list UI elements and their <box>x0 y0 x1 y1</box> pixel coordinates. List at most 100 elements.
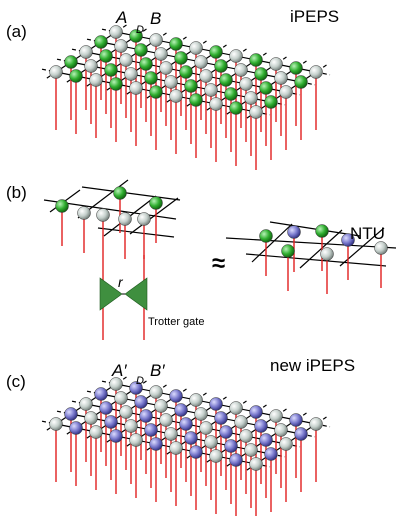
tensor-b-site <box>209 449 223 463</box>
tensor-a-site <box>189 93 203 107</box>
tensor-a-site <box>139 57 153 71</box>
tensor-b-site <box>194 407 208 421</box>
tensor-a-site <box>99 401 113 415</box>
tensor-b-site <box>274 71 288 85</box>
tensor-a-site <box>149 196 163 210</box>
tensor-a-site <box>281 244 295 258</box>
horizontal-bond <box>245 253 387 267</box>
tensor-a-site <box>144 71 158 85</box>
tensor-b-site <box>269 409 283 423</box>
tensor-b-site <box>169 89 183 103</box>
trotter-gate <box>99 255 148 340</box>
tensor-b-site <box>229 49 243 63</box>
tensor-b-site <box>84 411 98 425</box>
tensor-b-site <box>96 208 110 222</box>
tensor-a-site <box>169 37 183 51</box>
tensor-b-site <box>199 421 213 435</box>
tensor-b-site <box>154 47 168 61</box>
tensor-a-site <box>259 81 273 95</box>
tensor-b-site <box>164 75 178 89</box>
tensor-a-site <box>69 69 83 83</box>
tensor-b-site <box>209 97 223 111</box>
tensor-b-site <box>249 457 263 471</box>
panel-c-label: (c) <box>6 372 26 391</box>
open-boundary-bond <box>71 400 87 405</box>
tensor-a-site <box>69 421 83 435</box>
tensor-a-site <box>94 35 108 49</box>
tensor-a-site <box>129 381 143 395</box>
tensor-b-site <box>129 81 143 95</box>
tensor-a-site <box>214 411 228 425</box>
tensor-a-site <box>229 101 243 115</box>
tensor-a-site <box>99 49 113 63</box>
tensor-a-site <box>341 233 355 247</box>
tensor-a-site <box>259 229 273 243</box>
tensor-b-site <box>114 39 128 53</box>
tensor-a-site <box>94 387 108 401</box>
tensor-b-site <box>249 105 263 119</box>
tensor-a-site <box>294 75 308 89</box>
tensor-a-site <box>189 445 203 459</box>
tensor-b-site <box>129 433 143 447</box>
tensor-a-site <box>179 65 193 79</box>
panel-b-title: NTU <box>350 224 385 243</box>
horizontal-bond <box>97 227 175 238</box>
tensor-a-site <box>289 413 303 427</box>
vertical-bond <box>251 223 293 263</box>
tensor-a-site <box>174 403 188 417</box>
horizontal-bond <box>269 221 361 237</box>
tensor-b-site <box>164 427 178 441</box>
tensor-b-site <box>274 423 288 437</box>
tensor-a-site <box>229 453 243 467</box>
tensor-b-site <box>194 55 208 69</box>
site-a-prime-label: A′ <box>111 361 127 380</box>
tensor-b-site <box>279 85 293 99</box>
tensor-b-site <box>109 25 123 39</box>
tensor-b-site <box>309 65 323 79</box>
tensor-b-site <box>49 65 63 79</box>
tensor-a-site <box>113 186 127 200</box>
tensor-b-site <box>159 61 173 75</box>
panel-a-ipeps: (a) iPEPS A B D <box>6 7 339 170</box>
tensor-a-site <box>219 425 233 439</box>
tensor-a-site <box>209 397 223 411</box>
tensor-a-site <box>259 433 273 447</box>
tensor-a-site <box>64 407 78 421</box>
tensor-a-site <box>139 409 153 423</box>
tensor-b-site <box>89 425 103 439</box>
tensor-b-site <box>79 45 93 59</box>
physical-legs <box>61 193 157 259</box>
tensor-b-site <box>374 241 388 255</box>
tensor-a-site <box>109 77 123 91</box>
tensor-b-site <box>234 63 248 77</box>
tensor-b-site <box>204 435 218 449</box>
tensor-b-site <box>244 443 258 457</box>
tensor-a-site <box>184 79 198 93</box>
tensor-b-site <box>84 59 98 73</box>
panel-b-label: (b) <box>6 183 27 202</box>
panel-c-new-ipeps: (c) new iPEPS A′ B′ D <box>6 356 355 516</box>
open-boundary-bond <box>86 390 102 395</box>
tensor-b-site <box>320 247 334 261</box>
tensor-a-site <box>287 225 301 239</box>
vertical-bond <box>129 197 179 235</box>
tensor-a-site <box>55 199 69 213</box>
tensor-a-site <box>254 67 268 81</box>
site-b-prime-label: B′ <box>150 361 165 380</box>
tensor-a-site <box>224 439 238 453</box>
open-boundary-bond <box>101 28 117 33</box>
tensor-b-site <box>118 212 132 226</box>
tensor-a-site <box>254 419 268 433</box>
open-boundary-bond <box>86 38 102 43</box>
tensor-a-site <box>104 415 118 429</box>
tensor-a-site <box>144 423 158 437</box>
tensor-a-site <box>104 63 118 77</box>
tensor-a-site <box>129 29 143 43</box>
tensor-b-site <box>239 429 253 443</box>
trotter-gate-label: Trotter gate <box>148 316 204 328</box>
horizontal-bond <box>81 186 181 201</box>
gate-triangle-right <box>124 277 148 311</box>
tensor-b-site <box>189 41 203 55</box>
tensor-b-site <box>244 91 258 105</box>
tensor-b-site <box>119 53 133 67</box>
